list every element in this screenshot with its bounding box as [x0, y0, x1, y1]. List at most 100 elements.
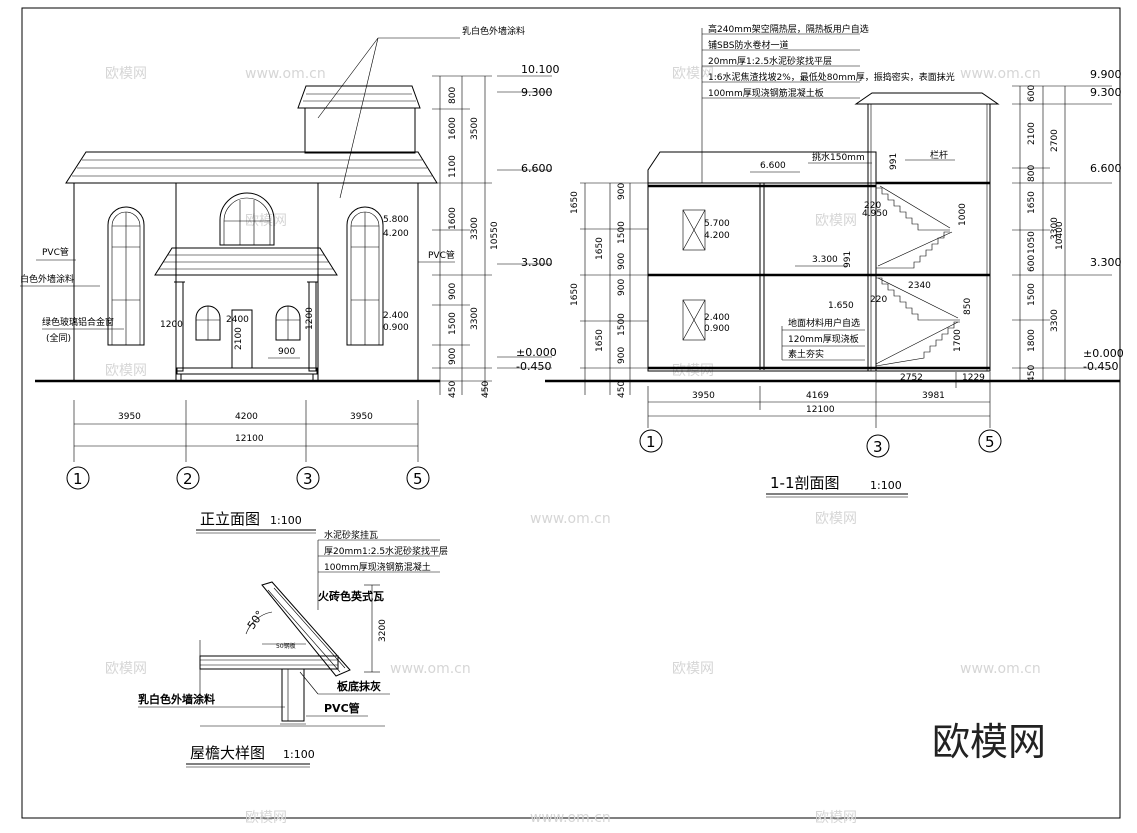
sec-dim-450: 450 — [617, 381, 627, 398]
level-0900: 0.900 — [383, 323, 409, 333]
section-inner-levels: 6.600 5.700 4.200 3.300 1.650 2.400 0.90… — [704, 161, 888, 334]
dim-2100: 2100 — [234, 327, 244, 350]
elevation-levels: 10.100 9.300 6.600 3.300 ±0.000 -0.450 — [497, 63, 560, 373]
section-axes: 1 3 5 — [639, 429, 1002, 458]
stair-dim-991b: 991 — [843, 251, 853, 268]
eave-note-3: 100mm厚现浇钢筋混凝土 — [324, 561, 431, 573]
stair-dim-1700: 1700 — [953, 329, 963, 352]
dim-v-3500: 3500 — [470, 117, 480, 140]
sec-dim-1650b: 1650 — [595, 237, 605, 260]
section-1-1: 高240mm架空隔热层，隔热板用户自选 铺SBS防水卷材一道 20mm厚1:2.… — [545, 23, 1124, 498]
note-window-all: (全同) — [46, 332, 71, 344]
watermark-logo: 欧模网 — [105, 661, 147, 677]
dim-v-1600b: 1600 — [448, 207, 458, 230]
watermark-logo: 欧模网 — [245, 810, 287, 826]
watermark-site: www.om.cn — [960, 661, 1041, 677]
stair-dim-220b: 220 — [870, 295, 887, 305]
eave-scale: 1:100 — [283, 748, 315, 761]
dim-v-3300: 3300 — [470, 217, 480, 240]
axis-3: 3 — [303, 470, 313, 488]
watermark-logo: 欧模网 — [815, 213, 857, 229]
watermark-site: www.om.cn — [530, 511, 611, 527]
section-levels: 9.900 9.300 6.600 3.300 ±0.000 -0.450 — [1083, 68, 1124, 373]
sec-level-4950: 4.950 — [862, 209, 888, 219]
window-left — [107, 206, 145, 346]
sec-axis-5: 5 — [985, 433, 995, 451]
sec-level-1650: 1.650 — [828, 301, 854, 311]
stair-dim-991: 991 — [889, 153, 899, 170]
eave-slab — [261, 581, 351, 677]
note-railing: 栏杆 — [930, 149, 948, 161]
sec-dim-900b: 900 — [617, 253, 627, 270]
note-compacted-soil: 素土夯实 — [788, 348, 824, 360]
watermark-logo: 欧模网 — [672, 66, 714, 82]
dim-1200b: 1200 — [305, 307, 315, 330]
sec-dim-1500b: 1500 — [617, 313, 627, 336]
sec-level-0900: 0.900 — [704, 324, 730, 334]
sec-dim-900c: 900 — [617, 279, 627, 296]
sec-rdim-3300b: 3300 — [1050, 309, 1060, 332]
sec-hdim-3981: 3981 — [922, 391, 945, 401]
level-4200: 4.200 — [383, 229, 409, 239]
elevation-vertical-dims: 800 1600 3500 1100 1600 3300 900 1500 33… — [432, 75, 500, 398]
level-0000: ±0.000 — [516, 346, 557, 359]
eave-note-2: 厚20mm1:2.5水泥砂浆找平层 — [324, 545, 448, 557]
level-3300: 3.300 — [521, 256, 553, 269]
watermark-logo: 欧模网 — [105, 66, 147, 82]
dim-v-1100: 1100 — [448, 155, 458, 178]
section-windows — [682, 209, 706, 341]
roof-notes: 高240mm架空隔热层，隔热板用户自选 铺SBS防水卷材一道 20mm厚1:2.… — [701, 23, 955, 183]
section-horizontal-dims: 2752 1229 3950 4169 3981 12100 — [647, 372, 991, 428]
level-9300: 9.300 — [521, 86, 553, 99]
sec-rdim-3300: 3300 — [1050, 217, 1060, 240]
level-minus0450: -0.450 — [516, 360, 551, 373]
sec-axis-1: 1 — [646, 433, 656, 451]
watermark-site: www.om.cn — [390, 661, 471, 677]
eave-angle: 50° — [245, 608, 267, 631]
axis-5: 5 — [413, 470, 423, 488]
watermark-site: www.om.cn — [960, 66, 1041, 82]
section-scale: 1:100 — [870, 479, 902, 492]
eave-pvc: PVC管 — [324, 701, 360, 715]
sec-level-2400: 2.400 — [704, 313, 730, 323]
stair-dim-1000: 1000 — [958, 203, 968, 226]
roof-note-4: 1:6水泥焦渣找坡2%，最低处80mm厚，振捣密实，表面抹光 — [708, 71, 955, 83]
sec-level-3300: 3.300 — [812, 255, 838, 265]
sec-rlevel-6600: 6.600 — [1090, 162, 1122, 175]
sec-dim-1500a: 1500 — [617, 221, 627, 244]
section-title: 1-1剖面图 — [770, 474, 840, 492]
dim-2400: 2400 — [226, 315, 249, 325]
watermark-site: www.om.cn — [245, 66, 326, 82]
sec-rlevel-minus0450: -0.450 — [1083, 360, 1118, 373]
sec-total-width: 12100 — [806, 405, 835, 415]
stair-dim-850: 850 — [963, 298, 973, 315]
eave-title: 屋檐大样图 — [190, 744, 265, 762]
upper-roof — [297, 85, 421, 109]
dim-1200: 1200 — [160, 320, 183, 330]
note-floor-material: 地面材料用户自选 — [788, 317, 860, 329]
front-elevation: 乳白色外墙涂料 PVC管 白色外墙涂料 绿色玻璃铝合金窗 (全同) PVC管 5… — [20, 25, 560, 534]
sec-rdim-1050: 1050 — [1027, 231, 1037, 254]
sec-dim-1650a: 1650 — [570, 191, 580, 214]
dim-h-4200: 4200 — [235, 412, 258, 422]
dim-h-3950b: 3950 — [350, 412, 373, 422]
elevation-axes: 1 2 3 5 — [66, 466, 430, 490]
sec-rdim-1800: 1800 — [1027, 329, 1037, 352]
window-right — [346, 206, 384, 346]
sec-level-4200: 4.200 — [704, 231, 730, 241]
note-wall-coating-left: 白色外墙涂料 — [20, 273, 74, 285]
watermark-site: www.om.cn — [530, 810, 611, 826]
dim-v-450: 450 — [448, 381, 458, 398]
sec-bdim-1229: 1229 — [962, 373, 985, 383]
porch-steps — [176, 367, 318, 375]
sec-rlevel-0000: ±0.000 — [1083, 347, 1124, 360]
elevation-horizontal-dims: 3950 4200 3950 12100 — [73, 400, 419, 462]
dim-v-1600: 1600 — [448, 117, 458, 140]
sec-rdim-2100: 2100 — [1027, 122, 1037, 145]
note-pvc-left: PVC管 — [42, 246, 69, 258]
note-pvc-right: PVC管 — [428, 249, 455, 261]
sec-rdim-2700: 2700 — [1050, 129, 1060, 152]
sec-rdim-600: 600 — [1027, 85, 1037, 102]
sec-rlevel-3300: 3.300 — [1090, 256, 1122, 269]
